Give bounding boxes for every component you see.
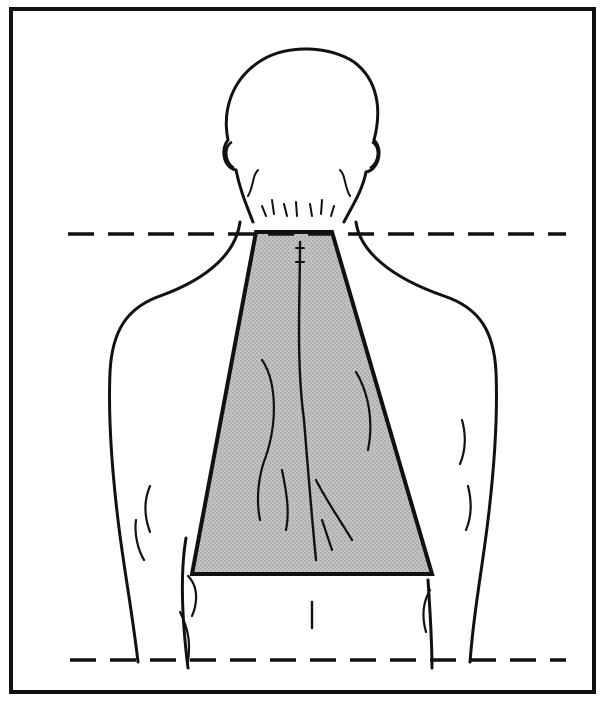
back-anatomy-diagram	[0, 0, 606, 703]
diagram-frame	[0, 0, 606, 703]
